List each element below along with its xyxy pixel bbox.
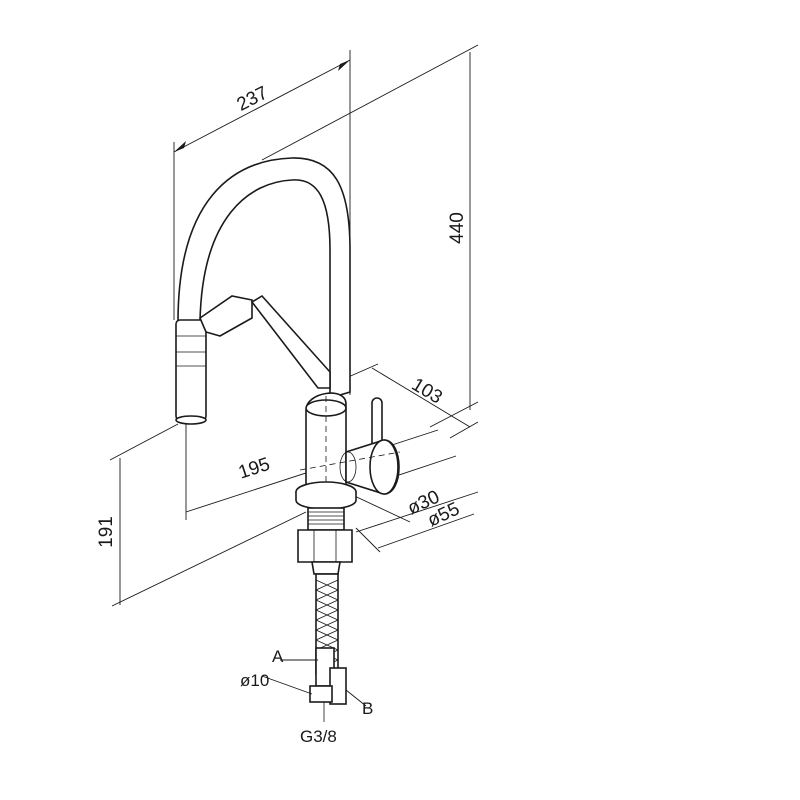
dim-label-191: 191: [96, 516, 117, 548]
dimension-103: 103: [345, 363, 479, 439]
dim-label-440: 440: [447, 212, 468, 244]
dimension-440: 440: [261, 44, 479, 428]
dock-arm: [199, 295, 253, 337]
spray-head: [175, 319, 207, 421]
hose-label-a: A: [272, 647, 284, 666]
braided-hose: [309, 573, 347, 722]
dim-label-195: 195: [236, 454, 273, 484]
dim-label-103: 103: [408, 374, 446, 408]
clamp-nut: [297, 529, 353, 563]
dim-label-thread: G3/8: [300, 727, 337, 746]
dimension-191: 191: [96, 423, 307, 607]
hose-label-b: B: [362, 699, 373, 718]
threaded-shank: [307, 507, 345, 531]
dim-label-237: 237: [234, 83, 272, 116]
gooseneck-spout: [177, 157, 351, 400]
faucet-body: [175, 157, 401, 575]
hose-annotations: A ø10 B G3/8: [240, 647, 373, 746]
dim-label-diam-10: ø10: [240, 671, 269, 690]
